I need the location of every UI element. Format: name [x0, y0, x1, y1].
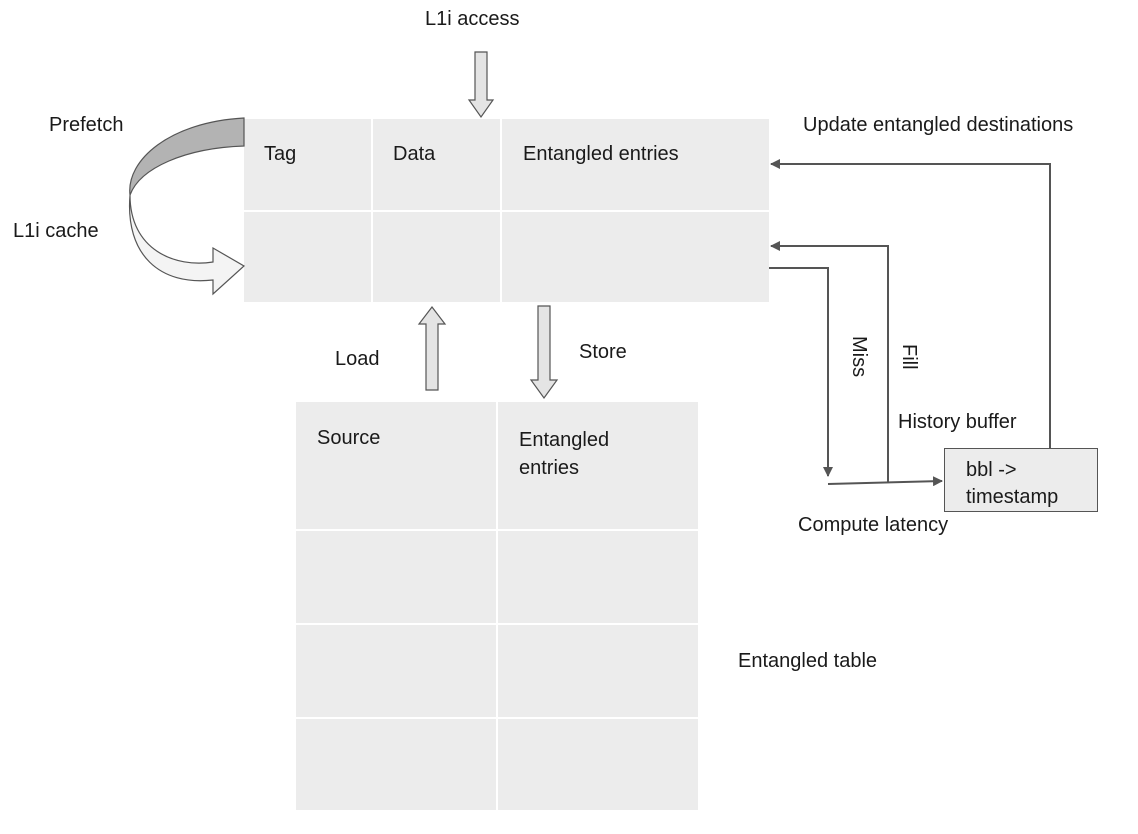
compute-latency-label: Compute latency	[798, 514, 949, 536]
entangled-table-row-cell	[296, 719, 496, 810]
history-box-line2: timestamp	[966, 486, 1059, 508]
store-block-arrow	[529, 305, 559, 400]
cache-header-entangled-entries: Entangled entries	[523, 143, 679, 165]
cache-header-data-cell	[373, 119, 500, 210]
store-label: Store	[579, 341, 627, 363]
load-block-arrow	[417, 306, 447, 391]
entangled-table-entries-header-cell	[498, 402, 698, 529]
cache-header-tag-cell	[244, 119, 371, 210]
cache-row-cell	[373, 212, 500, 302]
entangled-table-header-entries: Entangled entries	[519, 429, 610, 479]
fill-label: Fill	[898, 344, 920, 370]
prefetch-curve-upper	[129, 117, 245, 196]
prefetch-curve-lower	[128, 194, 246, 296]
cache-header-entangled-cell	[502, 119, 769, 210]
compute-to-history-arrow	[827, 476, 943, 487]
update-arrow	[770, 159, 1051, 448]
history-buffer-box	[944, 448, 1098, 512]
update-entangled-destinations-label: Update entangled destinations	[803, 114, 1074, 136]
cache-header-data: Data	[393, 143, 436, 165]
miss-arrow	[769, 267, 833, 477]
l1i-access-label: L1i access	[425, 8, 520, 30]
cache-row-cell	[244, 212, 371, 302]
entangled-table-source-header-cell	[296, 402, 496, 529]
cache-row-cell	[502, 212, 769, 302]
l1i-access-block-arrow	[467, 51, 495, 119]
history-buffer-label: History buffer	[898, 411, 1017, 433]
history-box-line1: bbl ->	[966, 459, 1017, 481]
l1i-cache-label: L1i cache	[13, 220, 99, 242]
cache-header-tag: Tag	[264, 143, 297, 165]
miss-label: Miss	[848, 336, 870, 378]
entangled-table-row-cell	[498, 719, 698, 810]
fill-arrow	[770, 241, 889, 482]
entangled-table-row-cell	[498, 531, 698, 623]
prefetch-label: Prefetch	[49, 114, 124, 136]
entangled-table-row-cell	[296, 625, 496, 717]
entangled-table-header-source: Source	[317, 427, 381, 449]
load-label: Load	[335, 348, 380, 370]
entangled-table-row-cell	[296, 531, 496, 623]
entangled-table-label: Entangled table	[738, 650, 878, 672]
entangled-table-row-cell	[498, 625, 698, 717]
